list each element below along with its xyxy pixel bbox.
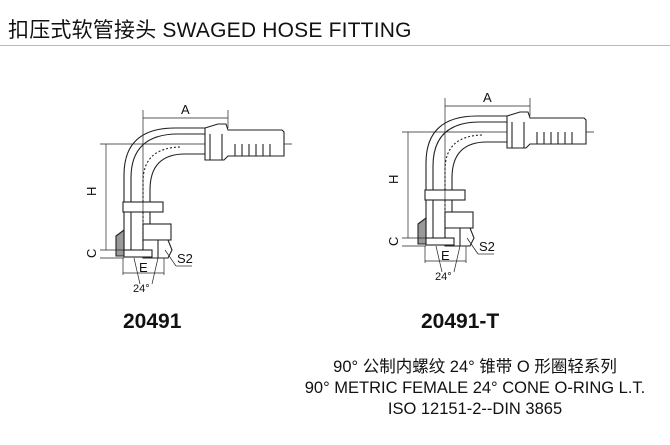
angle-label: 24° <box>133 283 150 295</box>
angle-label: 24° <box>435 271 452 283</box>
drawing-20491-T: A H C E S2 24° <box>386 90 595 283</box>
part-number-2: 20491-T <box>421 310 500 333</box>
dim-e-label: E <box>441 248 450 263</box>
drawing-20491: A H C E S2 24° <box>84 102 293 295</box>
page-title: 扣压式软管接头 SWAGED HOSE FITTING <box>8 19 412 42</box>
dim-c-label: C <box>84 249 99 258</box>
dim-s2-label: S2 <box>479 239 495 254</box>
description-standard: ISO 12151-2--DIN 3865 <box>387 400 563 418</box>
title-divider <box>0 45 670 46</box>
dim-a-label: A <box>483 90 492 105</box>
dim-s2-label: S2 <box>177 251 193 266</box>
dim-c-label: C <box>386 237 401 246</box>
description-cn: 90° 公制内螺纹 24° 锥带 O 形圈轻系列 <box>333 358 617 376</box>
dim-h-label: H <box>386 175 401 184</box>
part-number-1: 20491 <box>123 310 182 333</box>
dim-e-label: E <box>139 260 148 275</box>
dim-h-label: H <box>84 187 99 196</box>
dim-a-label: A <box>181 102 190 117</box>
description-en: 90° METRIC FEMALE 24° CONE O-RING L.T. <box>304 379 646 397</box>
